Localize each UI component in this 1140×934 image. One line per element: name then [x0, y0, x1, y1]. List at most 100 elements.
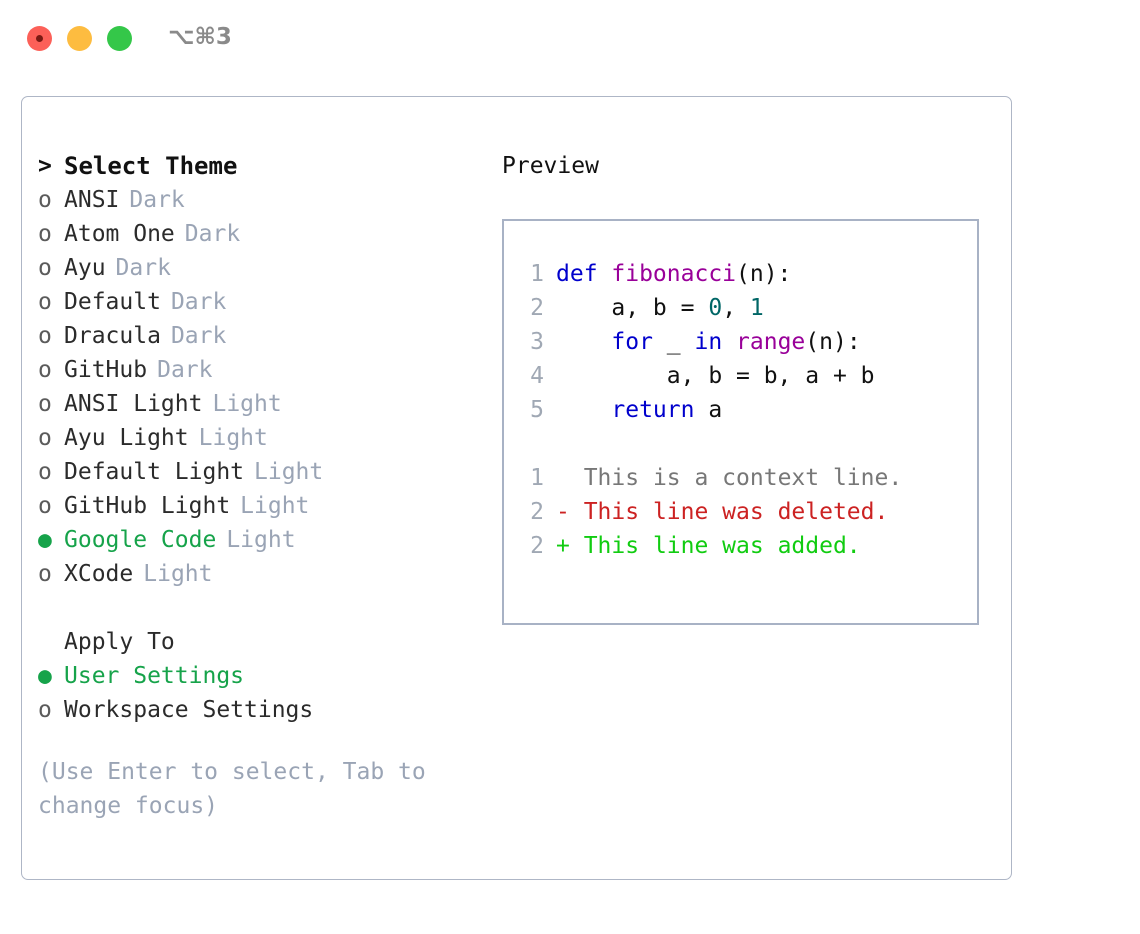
theme-list-item[interactable]: o GitHub Light Light — [38, 489, 478, 523]
theme-name-label: ANSI — [64, 187, 120, 213]
apply-to-heading-label: Apply To — [64, 629, 175, 655]
code-token: 0 — [708, 295, 723, 321]
code-token: _ — [652, 329, 695, 355]
theme-list-heading-label: Select Theme — [64, 152, 238, 180]
theme-name-label: Default Light — [64, 459, 245, 485]
theme-name-label: ANSI Light — [64, 391, 203, 417]
code-token: 1 — [749, 295, 764, 321]
code-token: return — [611, 397, 695, 423]
diff-line: 2 + This line was added. — [504, 529, 977, 563]
theme-list-item[interactable]: o ANSI Light Light — [38, 387, 478, 421]
radio-unselected-icon[interactable]: o — [38, 493, 52, 519]
theme-variant-tag: Light — [226, 527, 296, 553]
code-token: range — [736, 329, 806, 355]
theme-list-item[interactable]: ● Google Code Light — [38, 523, 478, 557]
radio-selected-icon[interactable]: ● — [38, 527, 52, 553]
code-token: fibonacci — [611, 261, 737, 287]
radio-unselected-icon[interactable]: o — [38, 425, 52, 451]
line-number: 4 — [530, 363, 544, 389]
code-line: 2 a, b = 0, 1 — [504, 291, 977, 325]
radio-unselected-icon[interactable]: o — [38, 697, 52, 723]
line-number: 5 — [530, 397, 544, 423]
theme-variant-tag: Dark — [170, 289, 227, 315]
radio-unselected-icon[interactable]: o — [38, 561, 52, 587]
diff-marker: + — [556, 533, 570, 559]
theme-name-label: GitHub Light — [64, 493, 231, 519]
code-token: , — [722, 295, 750, 321]
diff-line: 2- This line was deleted. — [504, 495, 977, 529]
code-line: 4 a, b = b, a + b — [504, 359, 977, 393]
code-token — [556, 397, 611, 423]
theme-variant-tag: Dark — [115, 255, 171, 281]
theme-list-item[interactable]: o Default Light Light — [38, 455, 478, 489]
theme-list-item[interactable]: o Default Dark — [38, 285, 478, 319]
theme-variant-tag: Dark — [170, 323, 227, 349]
diff-text: This line was added. — [569, 533, 861, 559]
theme-name-label: Google Code — [64, 527, 217, 553]
radio-unselected-icon[interactable]: o — [38, 255, 52, 281]
preview-title: Preview — [502, 153, 599, 179]
theme-list-item[interactable]: o Ayu Dark — [38, 251, 478, 285]
radio-unselected-icon[interactable]: o — [38, 187, 52, 213]
radio-unselected-icon[interactable]: o — [38, 289, 52, 315]
code-token: a, b = — [556, 295, 709, 321]
line-number: 3 — [530, 329, 544, 355]
theme-name-label: Ayu — [64, 255, 106, 281]
radio-unselected-icon[interactable]: o — [38, 459, 52, 485]
radio-unselected-icon[interactable]: o — [38, 323, 52, 349]
apply-to-label: User Settings — [64, 663, 245, 689]
theme-variant-tag: Light — [212, 391, 282, 417]
theme-name-label: XCode — [64, 561, 134, 587]
line-number: 2 — [530, 499, 544, 525]
code-token: (n): — [805, 329, 861, 355]
theme-variant-tag: Light — [240, 493, 310, 519]
code-token: (n): — [736, 261, 792, 287]
diff-line: 1 This is a context line. — [504, 461, 977, 495]
preview-gap — [504, 427, 977, 461]
diff-text: This line was deleted. — [569, 499, 889, 525]
line-number: 2 — [530, 295, 544, 321]
code-line: 3 for _ in range(n): — [504, 325, 977, 359]
prompt-caret-icon: > — [38, 153, 52, 179]
line-number: 1 — [530, 261, 544, 287]
radio-unselected-icon[interactable]: o — [38, 391, 52, 417]
apply-to-heading: Apply To — [38, 625, 478, 659]
theme-name-label: Default — [64, 289, 161, 315]
diff-marker — [556, 465, 570, 491]
theme-name-label: GitHub — [64, 357, 148, 383]
code-token: in — [694, 329, 723, 355]
radio-unselected-icon[interactable]: o — [38, 357, 52, 383]
apply-to-item[interactable]: o Workspace Settings — [38, 693, 478, 727]
radio-selected-icon[interactable]: ● — [38, 663, 52, 689]
radio-unselected-icon[interactable]: o — [38, 221, 52, 247]
theme-variant-tag: Light — [254, 459, 324, 485]
theme-variant-tag: Dark — [157, 357, 213, 383]
apply-to-item[interactable]: ● User Settings — [38, 659, 478, 693]
close-button[interactable] — [27, 26, 52, 51]
minimize-button[interactable] — [67, 26, 92, 51]
apply-to-label: Workspace Settings — [64, 697, 314, 723]
code-token: a, b = b, a + b — [556, 363, 875, 389]
code-line: 5 return a — [504, 393, 977, 427]
theme-list-heading: > Select Theme — [38, 149, 478, 183]
keyboard-shortcut-label: ⌥⌘3 — [168, 24, 232, 50]
theme-list-item[interactable]: o ANSI Dark — [38, 183, 478, 217]
diff-text: This is a context line. — [569, 465, 903, 491]
line-number: 2 — [530, 533, 544, 559]
theme-variant-tag: Dark — [184, 221, 241, 247]
diff-sample: 1 This is a context line.2- This line wa… — [504, 461, 977, 563]
theme-variant-tag: Dark — [129, 187, 185, 213]
title-bar: ⌥⌘3 — [0, 0, 1140, 76]
theme-list-item[interactable]: o GitHub Dark — [38, 353, 478, 387]
maximize-button[interactable] — [107, 26, 132, 51]
line-number: 1 — [530, 465, 544, 491]
code-token: for — [611, 329, 653, 355]
theme-variant-tag: Light — [198, 425, 268, 451]
